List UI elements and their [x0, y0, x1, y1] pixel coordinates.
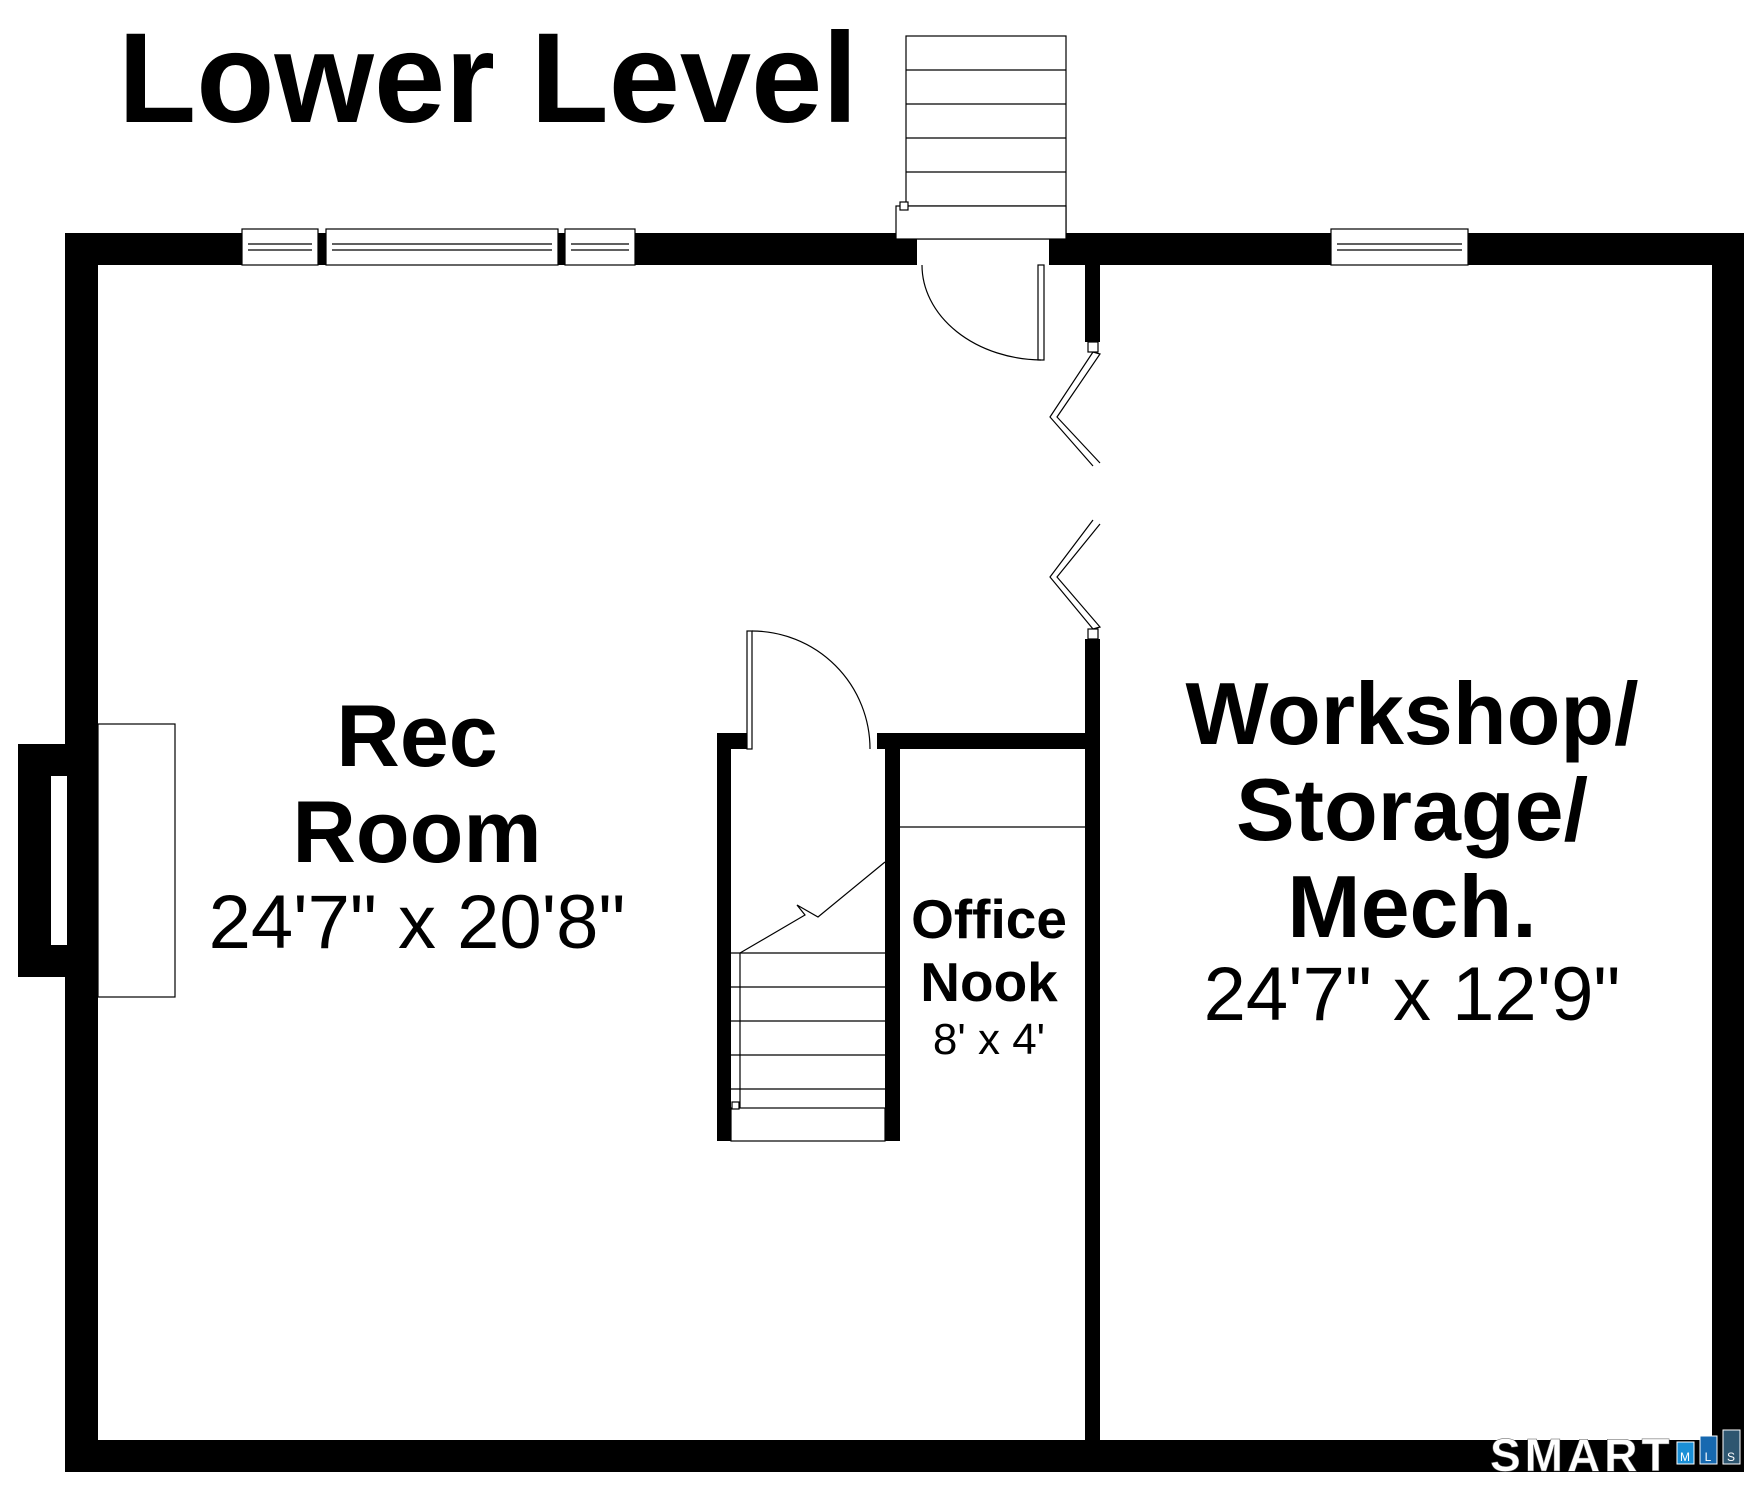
hearth: [97, 723, 176, 998]
office-nook-label: Office Nook 8' x 4': [911, 888, 1067, 1064]
floor-title: Lower Level: [118, 7, 858, 150]
rec-room-dims: 24'7" x 20'8": [209, 880, 626, 965]
svg-text:SMART: SMART: [1490, 1429, 1674, 1481]
svg-text:S: S: [1727, 1450, 1735, 1464]
outer-walls: [18, 233, 1744, 1472]
rec-room-name-line1: Rec: [336, 686, 497, 785]
workshop-dims: 24'7" x 12'9": [1204, 952, 1621, 1037]
exterior-stairs: [895, 35, 1067, 240]
stair-door: [746, 630, 871, 750]
smart-mls-logo: SMART M L S: [1490, 1429, 1741, 1481]
interior-walls: [717, 265, 1100, 1440]
svg-text:M: M: [1680, 1450, 1690, 1464]
interior-stairs: [730, 861, 886, 1142]
svg-text:L: L: [1705, 1450, 1712, 1464]
rec-room-label: Rec Room 24'7" x 20'8": [209, 686, 626, 965]
bifold-door: [1049, 341, 1102, 640]
office-name-line1: Office: [911, 888, 1067, 950]
workshop-name-line1: Workshop/: [1185, 664, 1638, 763]
office-name-line2: Nook: [920, 951, 1058, 1013]
workshop-label: Workshop/ Storage/ Mech. 24'7" x 12'9": [1185, 664, 1638, 1037]
office-dims: 8' x 4': [933, 1015, 1045, 1064]
windows: [241, 228, 1469, 266]
workshop-name-line3: Mech.: [1287, 857, 1536, 956]
rec-room-name-line2: Room: [292, 782, 541, 881]
workshop-name-line2: Storage/: [1236, 760, 1588, 859]
entry-door: [921, 264, 1045, 361]
